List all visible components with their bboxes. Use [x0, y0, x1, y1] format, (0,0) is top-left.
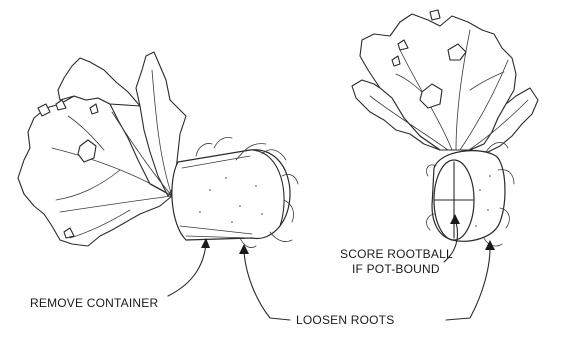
left-rootball [172, 137, 298, 247]
left-rootball-body [172, 150, 290, 240]
loosen-roots-leader-left [244, 252, 290, 320]
left-plant [18, 52, 186, 246]
right-rootball [426, 142, 514, 246]
remove-container-label: REMOVE CONTAINER [30, 296, 158, 310]
loosen-roots-arrowhead-left [239, 244, 249, 254]
loosen-roots-label: LOOSEN ROOTS [296, 313, 394, 327]
remove-container-leader [168, 244, 206, 296]
score-rootball-label-line1: SCORE ROOTBALL [340, 247, 453, 261]
right-plant [352, 10, 538, 152]
score-rootball-label-line2: IF POT-BOUND [352, 262, 440, 276]
